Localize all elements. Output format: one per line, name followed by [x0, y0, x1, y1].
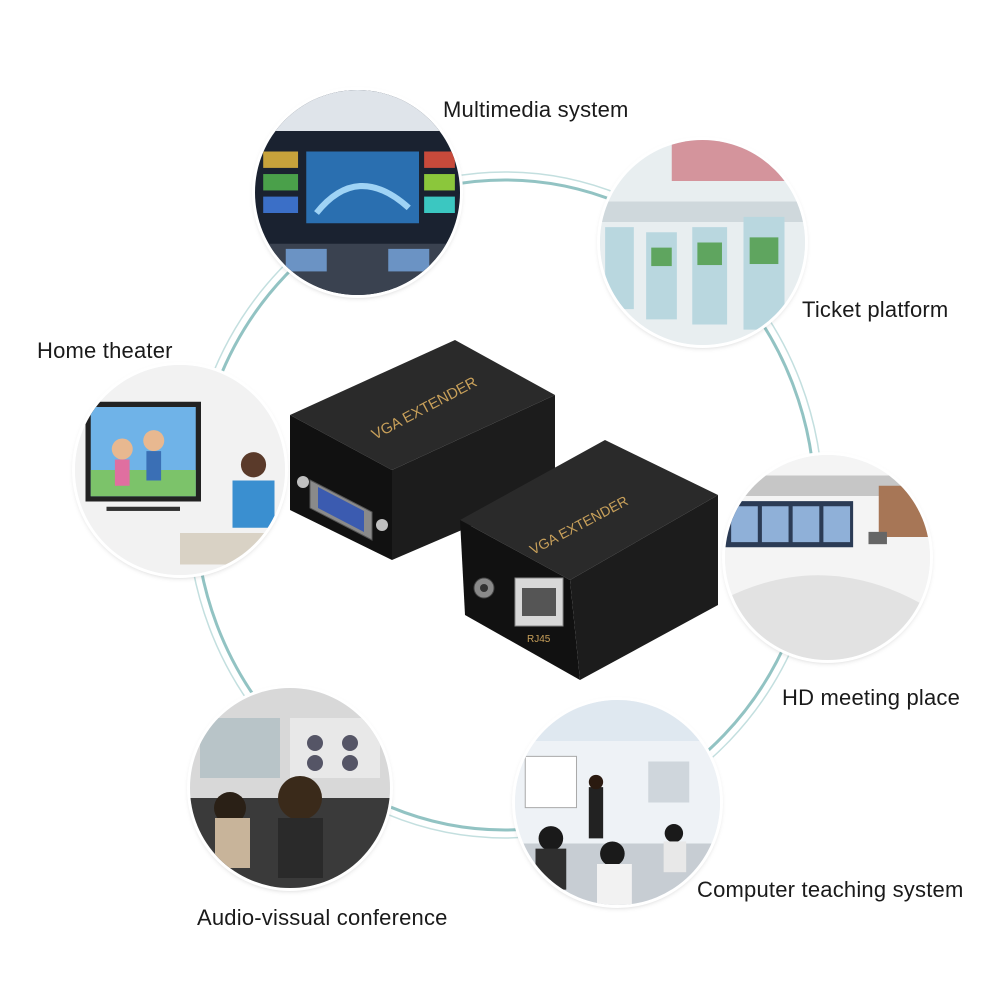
audio-visual-conference-image — [190, 688, 390, 888]
label-hd-meeting-place: HD meeting place — [782, 685, 961, 710]
label-computer-teaching-system: Computer teaching system — [697, 877, 964, 902]
vga-extender-device-top: VGA EXTENDER — [290, 340, 555, 560]
hd-meeting-place-image — [725, 455, 930, 660]
ticket-platform-image — [600, 140, 805, 345]
label-home-theater: Home theater — [37, 338, 173, 363]
computer-teaching-system-image — [515, 700, 720, 905]
label-multimedia-system: Multimedia system — [443, 97, 629, 122]
vga-extender-device-bottom: VGA EXTENDER RJ45 — [460, 440, 718, 680]
label-audio-visual-conference: Audio-vissual conference — [197, 905, 448, 930]
label-ticket-platform: Ticket platform — [802, 297, 949, 322]
home-theater-image — [75, 365, 285, 575]
rj45-port-label: RJ45 — [527, 634, 551, 645]
